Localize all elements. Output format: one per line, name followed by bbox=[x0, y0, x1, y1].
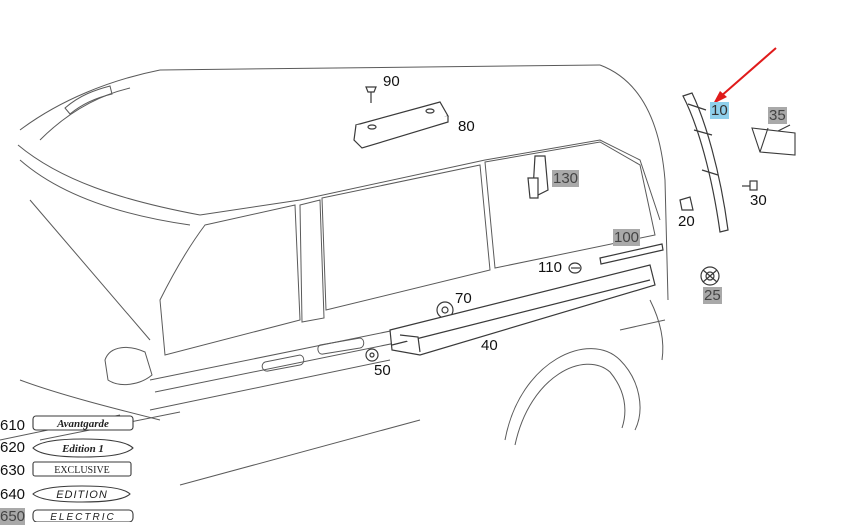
emblem-text-620: Edition 1 bbox=[61, 443, 104, 455]
callout-50: 50 bbox=[374, 362, 391, 379]
callout-610: 610 bbox=[0, 417, 26, 434]
callout-630: 630 bbox=[0, 462, 26, 479]
emblem-text-640: EDITION bbox=[56, 489, 108, 501]
part-80-cover bbox=[353, 101, 449, 149]
part-30-screw bbox=[742, 180, 758, 191]
part-70-clip bbox=[436, 301, 454, 319]
callout-70: 70 bbox=[455, 290, 472, 307]
emblem-badge-texts: Avantgarde Edition 1 EXCLUSIVE EDITION E… bbox=[50, 418, 115, 522]
part-110-screw bbox=[568, 262, 582, 274]
part-10-trim-strip bbox=[682, 92, 729, 233]
part-35-clip bbox=[751, 124, 796, 156]
part-130-bracket bbox=[527, 155, 549, 199]
part-90-screw bbox=[365, 86, 377, 103]
part-100-moulding bbox=[599, 243, 664, 265]
emblem-text-630: EXCLUSIVE bbox=[54, 465, 110, 476]
callout-20: 20 bbox=[678, 213, 695, 230]
callout-90: 90 bbox=[383, 73, 400, 90]
callout-640: 640 bbox=[0, 486, 26, 503]
callout-30: 30 bbox=[750, 192, 767, 209]
part-40-side-moulding bbox=[389, 264, 656, 356]
callout-130[interactable]: 130 bbox=[552, 170, 580, 187]
callout-80: 80 bbox=[458, 118, 475, 135]
part-25-grommet bbox=[700, 266, 720, 286]
callout-650[interactable]: 650 bbox=[0, 508, 26, 525]
part-50-clip bbox=[365, 348, 379, 362]
callout-25[interactable]: 25 bbox=[703, 287, 722, 304]
emblem-text-610: Avantgarde bbox=[56, 418, 109, 430]
callout-620: 620 bbox=[0, 439, 26, 456]
pointer-arrow bbox=[713, 47, 777, 104]
callout-10[interactable]: 10 bbox=[710, 102, 729, 119]
callout-110: 110 bbox=[538, 259, 562, 276]
emblem-text-650: ELECTRIC bbox=[50, 512, 115, 522]
callout-40: 40 bbox=[481, 337, 498, 354]
part-20-clip bbox=[679, 196, 694, 211]
callout-100[interactable]: 100 bbox=[613, 229, 641, 246]
callout-35[interactable]: 35 bbox=[768, 107, 787, 124]
emblem-badges bbox=[32, 415, 134, 522]
